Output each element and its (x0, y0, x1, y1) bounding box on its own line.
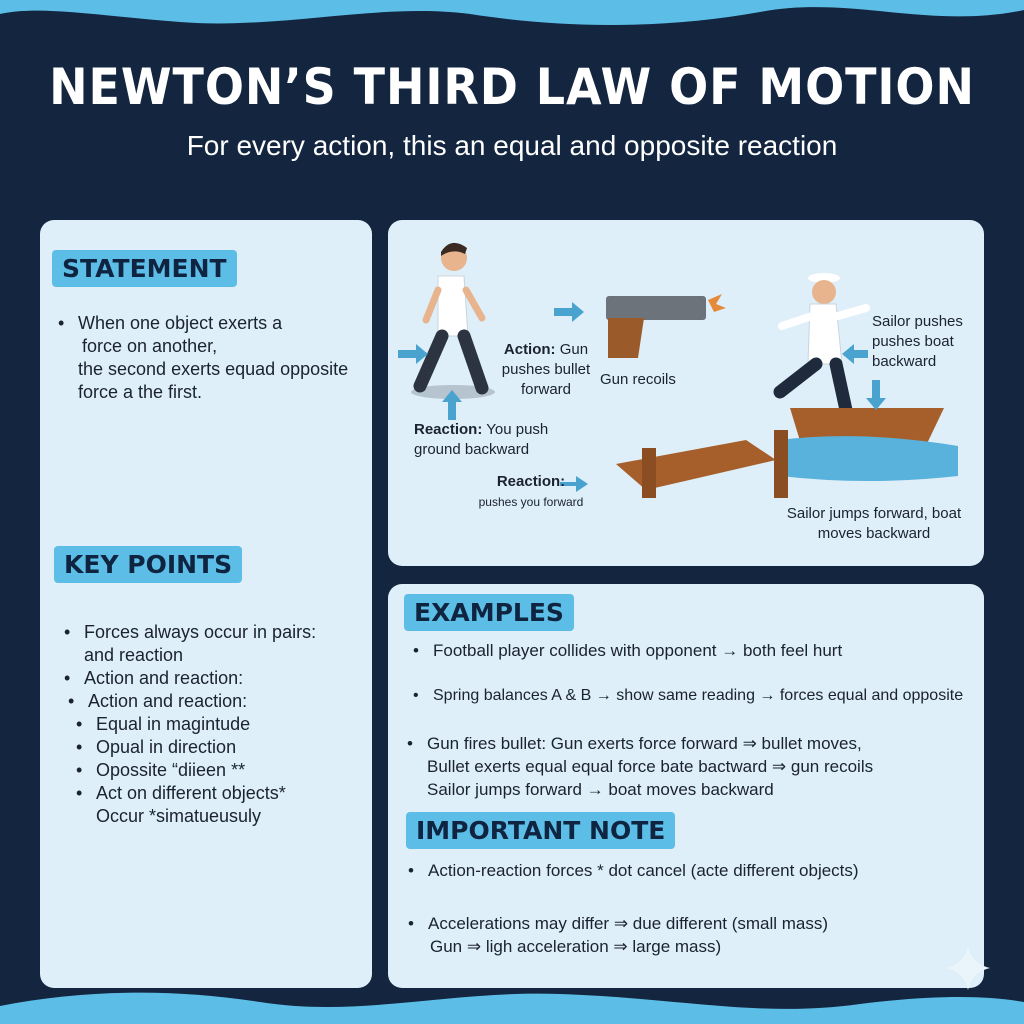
reaction-bold-2: Reaction: (496, 473, 566, 490)
action-bold: Action: (503, 341, 556, 358)
key-points-heading: KEY POINTS (54, 546, 243, 583)
reaction-forward-text: pushes you forward (478, 495, 584, 509)
key-point: and reaction (84, 645, 184, 665)
page-title: NEWTON’S THIRD LAW OF MOTION (49, 58, 975, 116)
key-point: Opual in direction (76, 736, 328, 759)
dock-icon (616, 430, 788, 498)
sailor-pushes-label: Sailor pushes pushes boat backward (872, 313, 963, 370)
reaction-ground-text: You push ground backward (414, 421, 549, 458)
action-gun-text: Gun pushes bullet forward (501, 341, 591, 398)
reaction-forward-label: Reaction: pushes you forward (476, 472, 586, 512)
statement-line: When one object exerts a (58, 312, 348, 335)
diagram-panel: Action: Gun pushes bullet forward Gun re… (388, 220, 984, 566)
note-item: Gun ⇒ ligh acceleration ⇒ large mass) (430, 937, 722, 956)
sailor-icon (773, 273, 870, 417)
action-gun-label: Action: Gun pushes bullet forward (496, 340, 596, 400)
water-icon (780, 436, 958, 481)
key-point: Equal in magintude (76, 713, 328, 736)
statement-heading: STATEMENT (52, 250, 237, 287)
note-item: Action-reaction forces * dot cancel (act… (408, 859, 859, 882)
examples-panel: EXAMPLES Football player collides with o… (388, 584, 984, 988)
reaction-bold: Reaction: (414, 421, 483, 438)
bottom-wave (0, 992, 1024, 1024)
reaction-ground-label: Reaction: You push ground backward (414, 420, 564, 460)
sailor-jumps-label: Sailor jumps forward, boat moves backwar… (786, 505, 962, 542)
arrow-icons (398, 302, 886, 492)
note-item: Accelerations may differ ⇒ due different… (408, 912, 859, 935)
example-item: Bullet exerts equal equal force bate bac… (427, 757, 874, 776)
example-item: Spring balances A & B → show same readin… (413, 684, 993, 707)
left-panel: STATEMENT When one object exerts a force… (40, 220, 372, 988)
important-note-list: Action-reaction forces * dot cancel (act… (408, 859, 859, 958)
key-point: Forces always occur in pairs: (64, 621, 316, 644)
important-note-heading: IMPORTANT NOTE (406, 812, 676, 849)
key-point: Action and reaction: (68, 690, 320, 713)
key-point: Opossite “diieen ** (76, 759, 328, 782)
example-item: Football player collides with opponent →… (413, 639, 993, 662)
gun-icon (606, 294, 726, 358)
examples-heading: EXAMPLES (404, 594, 574, 631)
key-point: Action and reaction: (64, 667, 316, 690)
key-point: Act on different objects* (76, 782, 328, 805)
key-point: Occur *simatueusuly (96, 806, 262, 826)
sparkle-icon (946, 946, 990, 990)
statement-text: When one object exerts a force on anothe… (58, 312, 349, 404)
subtitle: For every action, this an equal and oppo… (186, 130, 838, 161)
statement-line: the second exerts equad opposite (78, 359, 349, 379)
example-item: Gun fires bullet: Gun exerts force forwa… (407, 732, 987, 755)
statement-line: force on another, (82, 336, 218, 356)
examples-list: Football player collides with opponent →… (407, 639, 993, 801)
statement-line: force a the first. (78, 382, 203, 402)
diagram-illustration (398, 242, 958, 498)
example-item: Sailor jumps forward → boat moves backwa… (427, 780, 774, 799)
key-points-list: Forces always occur in pairs: and reacti… (64, 621, 316, 828)
walking-person-icon (411, 242, 495, 399)
top-wave (0, 0, 1024, 25)
gun-recoils-label: Gun recoils (600, 371, 676, 388)
